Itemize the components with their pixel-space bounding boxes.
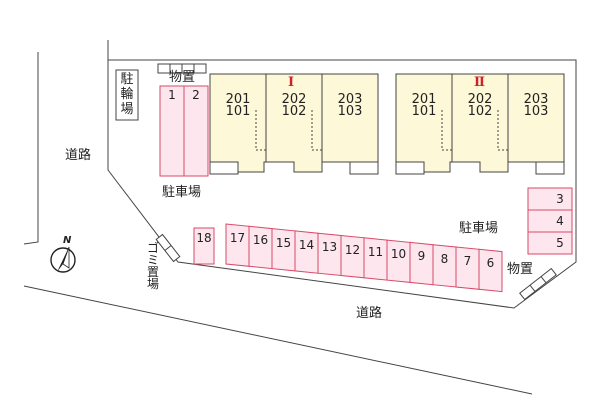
unit-upper: 201 [225, 92, 251, 107]
parking-left-pair [159, 85, 209, 177]
unit-upper: 203 [337, 92, 363, 107]
unit-lower: 103 [523, 104, 549, 119]
parking-number: 2 [192, 88, 200, 102]
parking-number-9: 9 [417, 249, 426, 264]
bike-parking-box [115, 69, 139, 121]
parking-number-13: 13 [321, 240, 338, 255]
unit-lower: 103 [337, 104, 363, 119]
unit-lower: 102 [467, 104, 493, 119]
storage-right [519, 267, 557, 301]
parking-number-6: 6 [486, 256, 495, 271]
parking-number-8: 8 [440, 251, 449, 266]
parking-space-12 [340, 234, 365, 279]
parking-space-6 [478, 248, 503, 293]
storage-top-label: 物置 [169, 70, 196, 85]
unit-upper: 202 [467, 92, 493, 107]
building-1-number: Ⅰ [288, 75, 295, 90]
parking-number: 4 [556, 214, 564, 228]
building-1 [209, 73, 379, 175]
parking-left-label: 駐車場 [162, 185, 202, 200]
parking-number: 5 [556, 236, 564, 250]
parking-number-16: 16 [252, 233, 269, 248]
garbage-label: ゴミ置場 [146, 241, 159, 291]
parking-number: 1 [168, 88, 176, 102]
unit-lower: 101 [411, 104, 437, 119]
parking-bottom-row [225, 223, 503, 293]
north-label: N [63, 235, 72, 246]
parking-number-11: 11 [367, 244, 384, 259]
road-bottom-label: 道路 [356, 306, 383, 321]
road-left-edge [23, 52, 39, 245]
parking-number-10: 10 [390, 247, 407, 262]
bike-parking-label: 駐輪場 [120, 72, 134, 117]
parking-number-7: 7 [463, 254, 472, 268]
road-left-label: 道路 [65, 148, 92, 163]
storage-right-label: 物置 [507, 262, 534, 277]
parking-18-space [193, 227, 215, 265]
storage-top [157, 63, 207, 74]
parking-number-17: 17 [229, 231, 246, 245]
parking-right-stack [527, 187, 573, 255]
parking-number-14: 14 [298, 237, 315, 252]
unit-upper: 201 [411, 92, 437, 107]
parking-right-label: 駐車場 [459, 221, 499, 236]
parking-number-12: 12 [344, 242, 361, 257]
building-2-number: Ⅱ [474, 75, 485, 90]
parking-space-15 [271, 228, 296, 272]
building-2 [395, 73, 565, 175]
road-bottom-edge [23, 285, 533, 395]
garbage-station [155, 233, 181, 263]
parking-number: 3 [556, 192, 564, 206]
unit-lower: 101 [225, 104, 251, 119]
unit-lower: 102 [281, 104, 307, 119]
north-arrow-icon [50, 246, 76, 273]
unit-upper: 202 [281, 92, 307, 107]
parking-number-15: 15 [275, 235, 292, 250]
unit-upper: 203 [523, 92, 549, 107]
parking-number: 18 [196, 231, 212, 245]
